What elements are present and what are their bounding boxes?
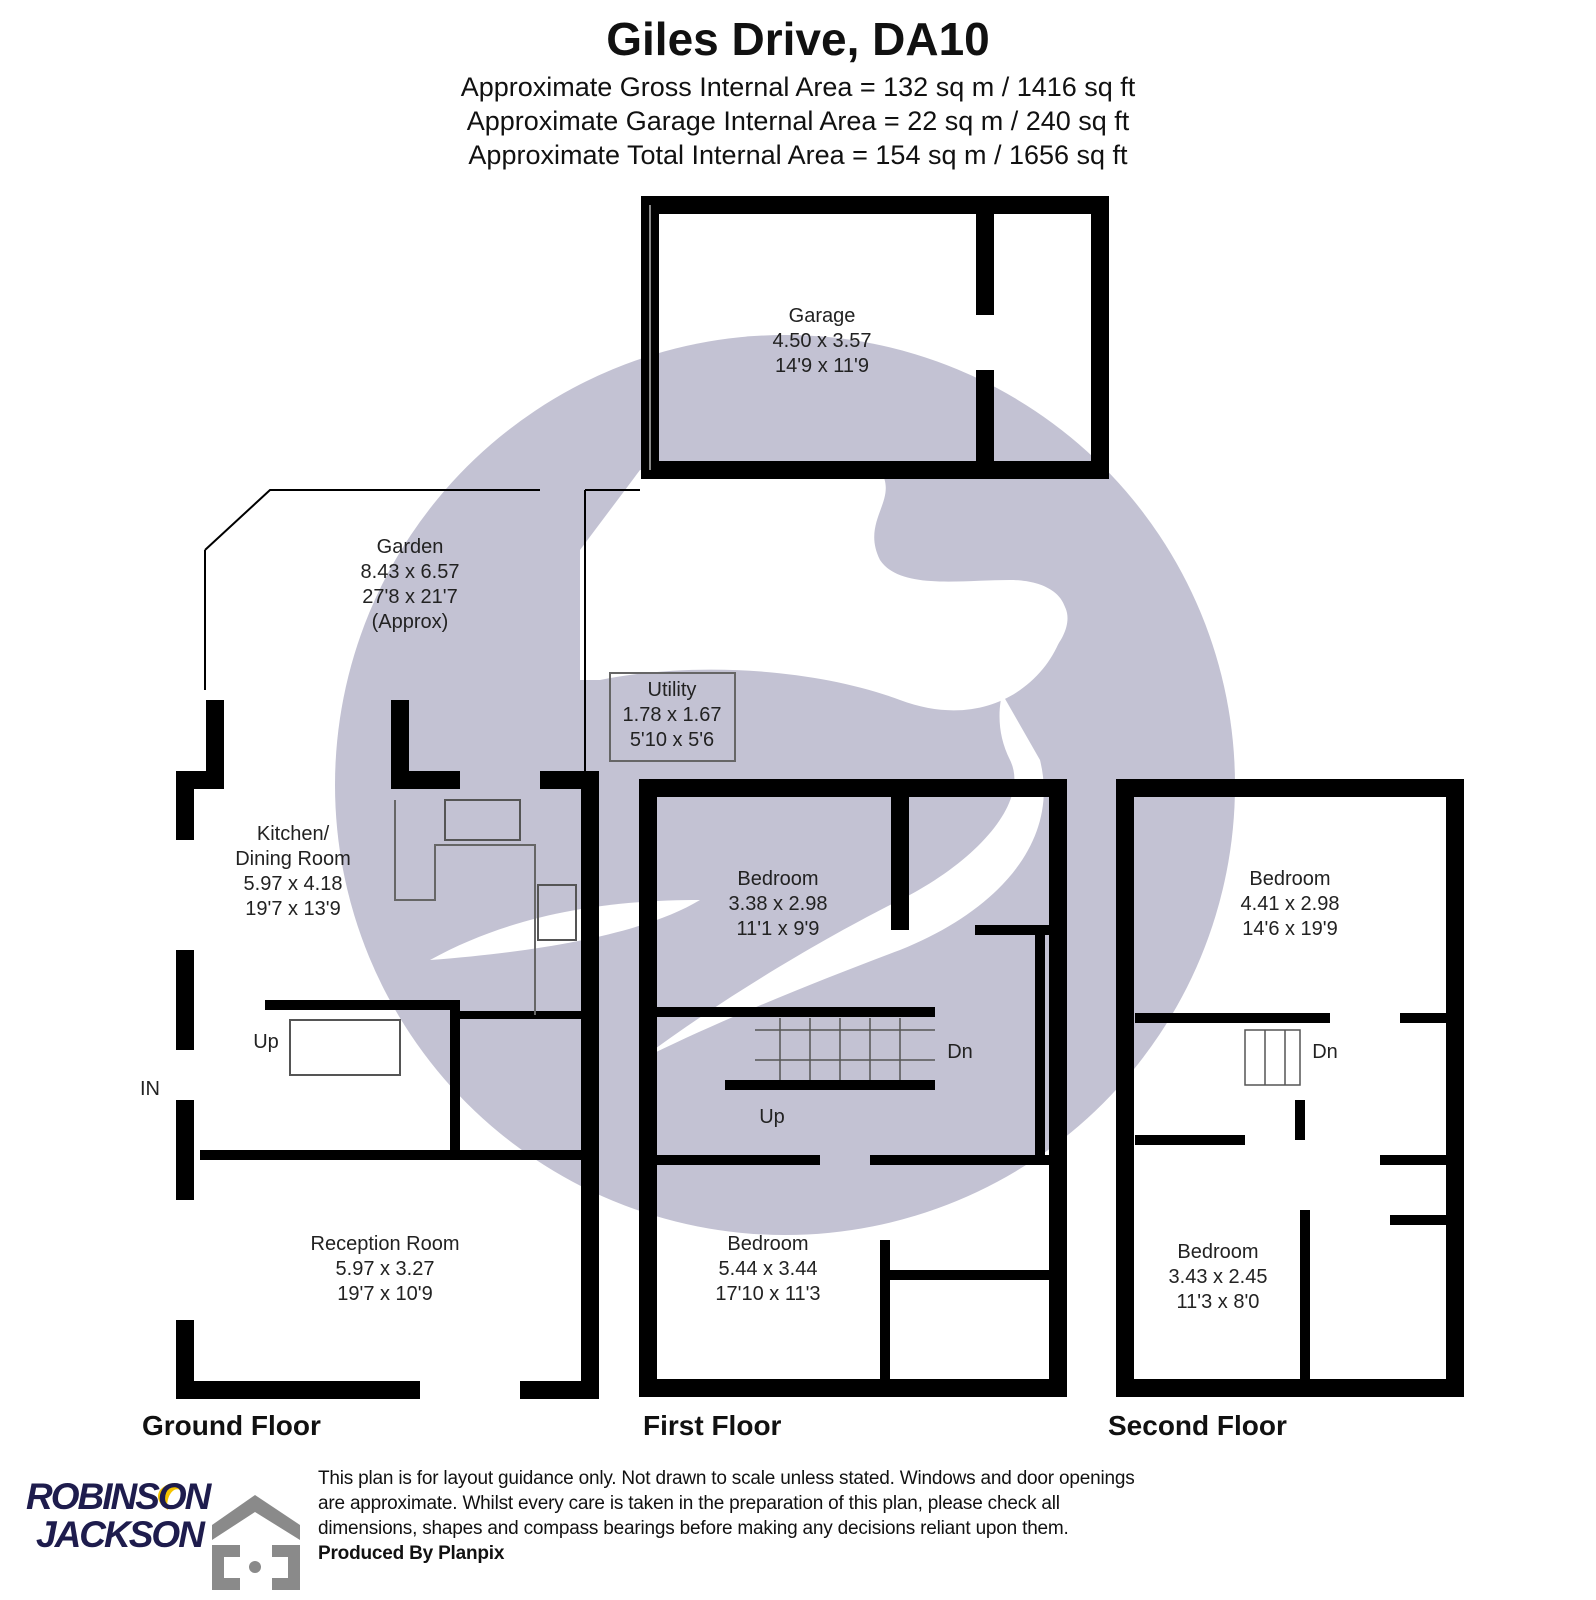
robinson-jackson-logo: ROBINSON JACKSON bbox=[26, 1476, 211, 1555]
reception-label: Reception Room bbox=[311, 1233, 460, 1255]
stairs-up-label: Up bbox=[759, 1106, 785, 1128]
total-area: Approximate Total Internal Area = 154 sq… bbox=[468, 140, 1128, 170]
first-floor-bedroom-1-label: Bedroom bbox=[737, 868, 818, 890]
stairs bbox=[755, 1018, 1301, 1086]
ground-floor-label: Ground Floor bbox=[142, 1410, 321, 1441]
stairs-down-label: Dn bbox=[1312, 1041, 1338, 1063]
second-floor-bedroom-2-label: Bedroom bbox=[1177, 1241, 1258, 1263]
kitchen-label: Kitchen/ bbox=[257, 823, 330, 845]
thin-lines bbox=[204, 205, 736, 1076]
garage-label: Garage bbox=[789, 305, 856, 327]
produced-by: Produced By Planpix bbox=[318, 1543, 505, 1564]
utility-label: Utility bbox=[648, 679, 697, 701]
walls-upper bbox=[639, 779, 1464, 1397]
gross-area: Approximate Gross Internal Area = 132 sq… bbox=[460, 72, 1136, 102]
planpix-icon bbox=[212, 1495, 300, 1590]
stairs-up-label: Up bbox=[253, 1031, 279, 1053]
first-floor-bedroom-2-label: Bedroom bbox=[727, 1233, 808, 1255]
disclaimer: This plan is for layout guidance only. N… bbox=[318, 1468, 1135, 1564]
page-title: Giles Drive, DA10 bbox=[606, 13, 990, 65]
stairs-down-label: Dn bbox=[947, 1041, 973, 1063]
logo-swoosh bbox=[157, 1483, 180, 1510]
garage-area: Approximate Garage Internal Area = 22 sq… bbox=[466, 106, 1130, 136]
second-floor-label: Second Floor bbox=[1108, 1410, 1287, 1441]
second-floor-bedroom-1-label: Bedroom bbox=[1249, 868, 1330, 890]
garden-label: Garden bbox=[377, 536, 444, 558]
entrance-label: IN bbox=[140, 1078, 160, 1100]
first-floor-label: First Floor bbox=[643, 1410, 782, 1441]
